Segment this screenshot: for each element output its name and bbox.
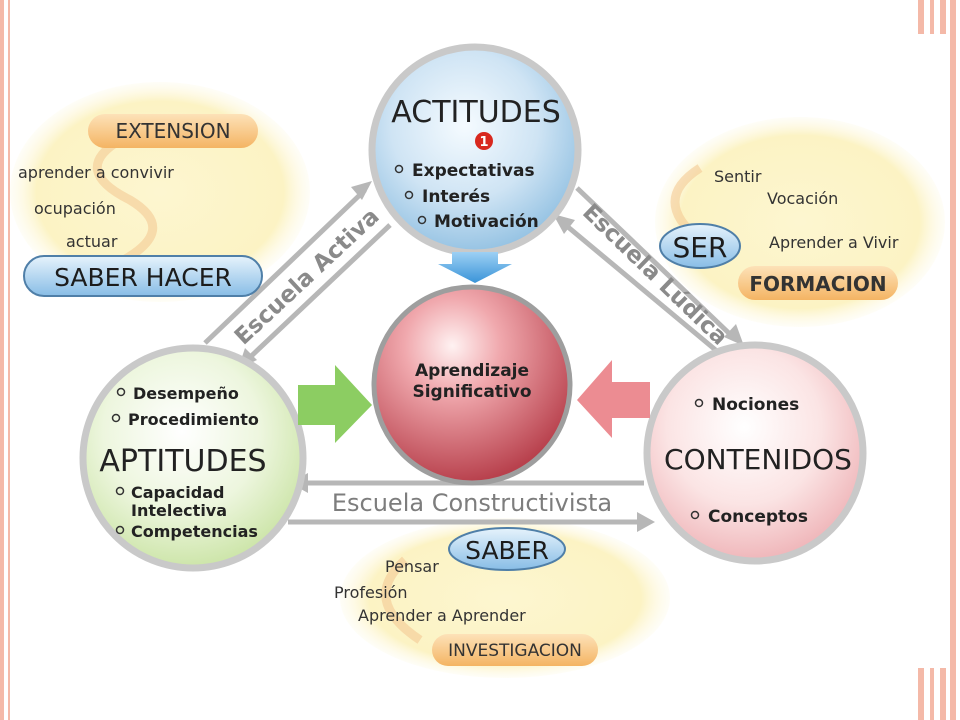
list-item: Profesión <box>334 583 408 602</box>
list-item: Intelectiva <box>131 501 227 520</box>
list-item: Aprender a Vivir <box>769 233 899 252</box>
cloud-swirl-left <box>92 136 158 266</box>
pill-saber-hacer <box>23 255 263 297</box>
pill-extension <box>88 114 258 148</box>
list-item: Sentir <box>714 167 762 186</box>
pill-investigacion-label: INVESTIGACION <box>448 641 582 661</box>
cloud-swirl-bottom <box>381 556 423 644</box>
list-item: Capacidad <box>131 483 224 502</box>
pill-formacion-label: FORMACION <box>749 272 886 296</box>
actitudes-title: ACTITUDES <box>391 95 561 130</box>
actitudes-list: Expectativas Interés Motivación <box>394 161 539 232</box>
contenidos-title: CONTENIDOS <box>664 443 852 476</box>
actitudes-badge <box>475 132 493 150</box>
pill-ser-label: SER <box>673 231 728 264</box>
list-item: Vocación <box>767 189 838 208</box>
arrow-blue-down <box>438 252 512 283</box>
actitudes-badge-number: 1 <box>479 135 488 150</box>
list-item: Expectativas <box>412 161 535 181</box>
list-item: Pensar <box>385 557 439 576</box>
label-escuela-constructivista: Escuela Constructivista <box>332 489 612 517</box>
list-item: Motivación <box>434 212 539 232</box>
pill-saber-hacer-label: SABER HACER <box>54 263 232 292</box>
school-arrows <box>203 186 736 525</box>
center-line-2: Significativo <box>412 382 531 402</box>
list-item: ocupación <box>34 199 116 218</box>
pill-ser <box>659 223 741 269</box>
saber-items: Pensar Profesión Aprender a Aprender <box>334 557 526 625</box>
list-item: Procedimiento <box>128 410 259 429</box>
contenidos-list: Nociones Conceptos <box>690 395 808 527</box>
pill-formacion <box>738 266 898 300</box>
circle-contenidos <box>643 341 867 565</box>
pill-saber <box>448 527 566 571</box>
circle-aptitudes <box>79 344 307 572</box>
list-item: actuar <box>66 232 118 251</box>
list-item: aprender a convivir <box>18 163 174 182</box>
list-item: Conceptos <box>708 507 808 527</box>
saber-hacer-items: aprender a convivir ocupación actuar <box>18 163 174 251</box>
aptitudes-list-bottom: Capacidad Intelectiva Competencias <box>115 483 258 541</box>
circle-aprendizaje <box>371 284 573 486</box>
pill-saber-label: SABER <box>465 536 549 565</box>
list-item: Aprender a Aprender <box>358 606 526 625</box>
aptitudes-list-top: Desempeño Procedimiento <box>111 384 259 429</box>
list-item: Interés <box>422 187 490 207</box>
list-item: Desempeño <box>133 384 239 403</box>
arrow-pink-left <box>577 360 650 438</box>
list-item: Competencias <box>131 522 258 541</box>
pill-extension-label: EXTENSION <box>115 119 230 143</box>
center-line-1: Aprendizaje <box>415 361 529 381</box>
ser-items: Sentir Vocación Aprender a Vivir <box>714 167 899 252</box>
list-item: Nociones <box>712 395 799 415</box>
aptitudes-title: APTITUDES <box>99 444 266 479</box>
pill-investigacion <box>432 634 598 666</box>
arrow-green-right <box>298 365 372 443</box>
